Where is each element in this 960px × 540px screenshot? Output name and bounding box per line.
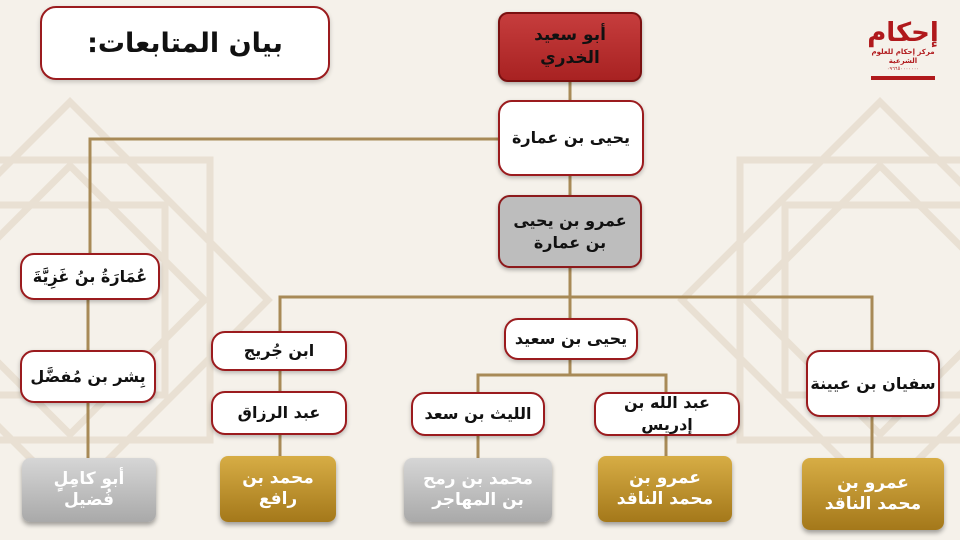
node-abu-saeed: أبو سعيد الخدري <box>498 12 642 82</box>
node-yahya-bin-saeed: يحيى بن سعيد <box>504 318 638 360</box>
node-abd-al-razzaq: عبد الرزاق <box>211 391 347 435</box>
logo-phone: ٠٩٦٦٥٠٠٠٠٠٠٠ <box>886 66 920 72</box>
logo-word: إحكام <box>867 18 940 48</box>
logo-subtitle: مركز إحكام للعلوم الشرعية <box>871 48 935 65</box>
node-bishr: بِشر بن مُفضَّل <box>20 350 156 403</box>
connector-line <box>88 137 500 255</box>
node-al-layth: الليث بن سعد <box>411 392 545 436</box>
node-amr-al-naqid-1: عمرو بن محمد الناقد <box>598 456 732 522</box>
node-umara-bin-ghaziya: عُمَارَةُ بنُ غَزِيَّةَ <box>20 253 160 300</box>
brand-logo: إحكام مركز إحكام للعلوم الشرعية ٠٩٦٦٥٠٠٠… <box>866 18 940 90</box>
node-ibn-jurayj: ابن جُريج <box>211 331 347 371</box>
node-abdullah-bin-idris: عبد الله بن إدريس <box>594 392 740 436</box>
node-muhammad-bin-rafi: محمد بن رافع <box>220 456 336 522</box>
node-muhammad-bin-rumh: محمد بن رمح بن المهاجر <box>404 458 552 522</box>
node-abu-kamil: أبو كامِلٍ فُضيل <box>22 458 156 522</box>
node-sufyan: سفيان بن عيينة <box>806 350 940 417</box>
node-yahya-bin-umara: يحيى بن عمارة <box>498 100 644 176</box>
node-amr-bin-yahya: عمرو بن يحيى بن عمارة <box>498 195 642 268</box>
logo-bar <box>871 76 935 80</box>
page-title: بيان المتابعات: <box>40 6 330 80</box>
node-amr-al-naqid-2: عمرو بن محمد الناقد <box>802 458 944 530</box>
